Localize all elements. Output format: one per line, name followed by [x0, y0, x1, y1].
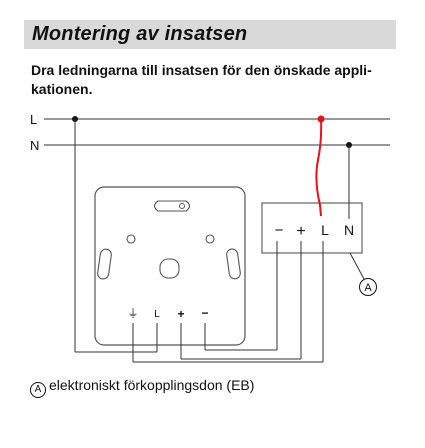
eb-terminal-minus: −	[275, 222, 284, 239]
instruction-text: Dra ledningarna till insatsen för den ön…	[31, 61, 401, 99]
eb-terminal-l: L	[321, 222, 329, 238]
insert-center-knob	[159, 258, 180, 279]
insert-hole-top	[179, 203, 185, 209]
instruction-line-2: kationen.	[31, 81, 93, 97]
callout-label: A	[364, 282, 372, 294]
legend-symbol: A	[30, 382, 46, 398]
page-title: Montering av insatsen	[32, 23, 248, 45]
insert-terminal-minus: −	[201, 306, 208, 320]
callout-circle	[359, 278, 377, 296]
insert-slot-left	[97, 248, 112, 280]
insert-terminal-l: L	[154, 309, 160, 320]
eb-box	[261, 202, 363, 254]
insert-terminal-earth: ⏚	[128, 307, 139, 320]
eb-terminal-plus: +	[296, 223, 305, 240]
line-label-l: L	[30, 112, 37, 127]
eb-terminal-n: N	[344, 222, 354, 238]
instruction-line-1: Dra ledningarna till insatsen för den ön…	[31, 62, 372, 78]
title-bar: Montering av insatsen	[24, 20, 396, 49]
insert-terminal-plus: +	[177, 307, 184, 321]
insert-hole-left	[126, 234, 136, 244]
legend-text: elektroniskt förkopplingsdon (EB)	[49, 377, 255, 393]
insert-hole-right	[205, 234, 215, 244]
line-label-n: N	[30, 138, 39, 153]
insert-slot-right	[226, 248, 241, 280]
phase-wire-red	[315, 118, 323, 217]
callout-leader	[349, 252, 365, 280]
